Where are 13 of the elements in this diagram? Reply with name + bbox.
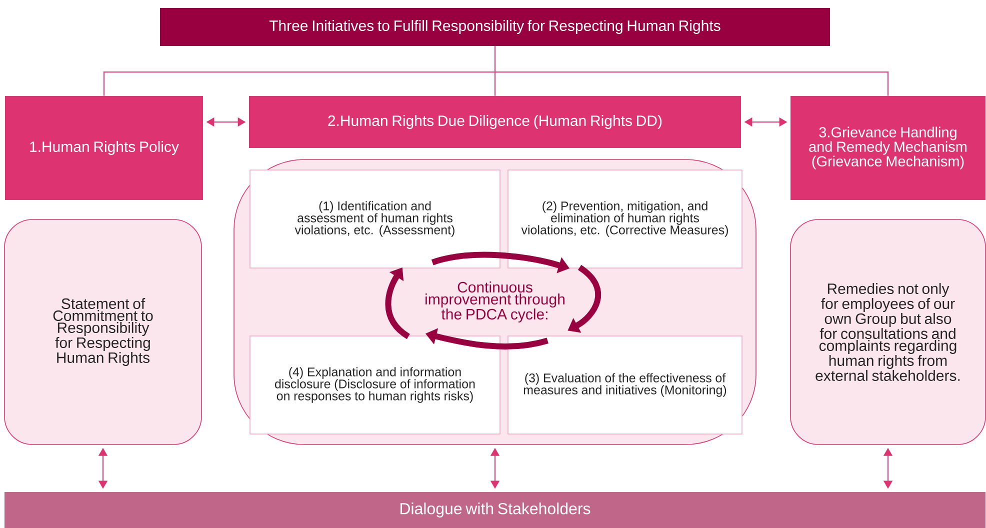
- initiative-box: 3.Grievance Handling and Remedy Mechanism (Grievance Mechanism): [790, 96, 986, 200]
- initiative-box: 2.Human Rights Due Diligence (Human Rights DD): [249, 96, 741, 148]
- step-box: (3) Evaluation of the effectiveness of measures and initiatives (Monitoring): [508, 336, 742, 434]
- initiative-box: 1.Human Rights Policy: [5, 96, 203, 200]
- step-box: (1) Identification and assessment of human rights violations, etc. (Assessment): [250, 170, 500, 268]
- description-box: Statement of Commitment to Responsibility for Respecting Human Rights: [4, 219, 202, 445]
- description-box: Remedies not only for employees of our own Group but also for consultations and complaints regarding human rights from external stakeholders.: [790, 219, 986, 445]
- step-box: (4) Explanation and information disclosure (Disclosure of information on responses to human rights risks): [250, 336, 500, 434]
- cycle-text: Continuous improvement through the PDCA cycle:: [426, 282, 564, 322]
- connector-line: [494, 46, 888, 96]
- step-box: (2) Prevention, mitigation, and elimination of human rights violations, etc. (Corrective Measures): [508, 170, 742, 268]
- heading-box: Three Initiatives to Fulfill Responsibility for Respecting Human Rights: [160, 8, 830, 46]
- dialogue-bar: Dialogue with Stakeholders: [4, 492, 986, 528]
